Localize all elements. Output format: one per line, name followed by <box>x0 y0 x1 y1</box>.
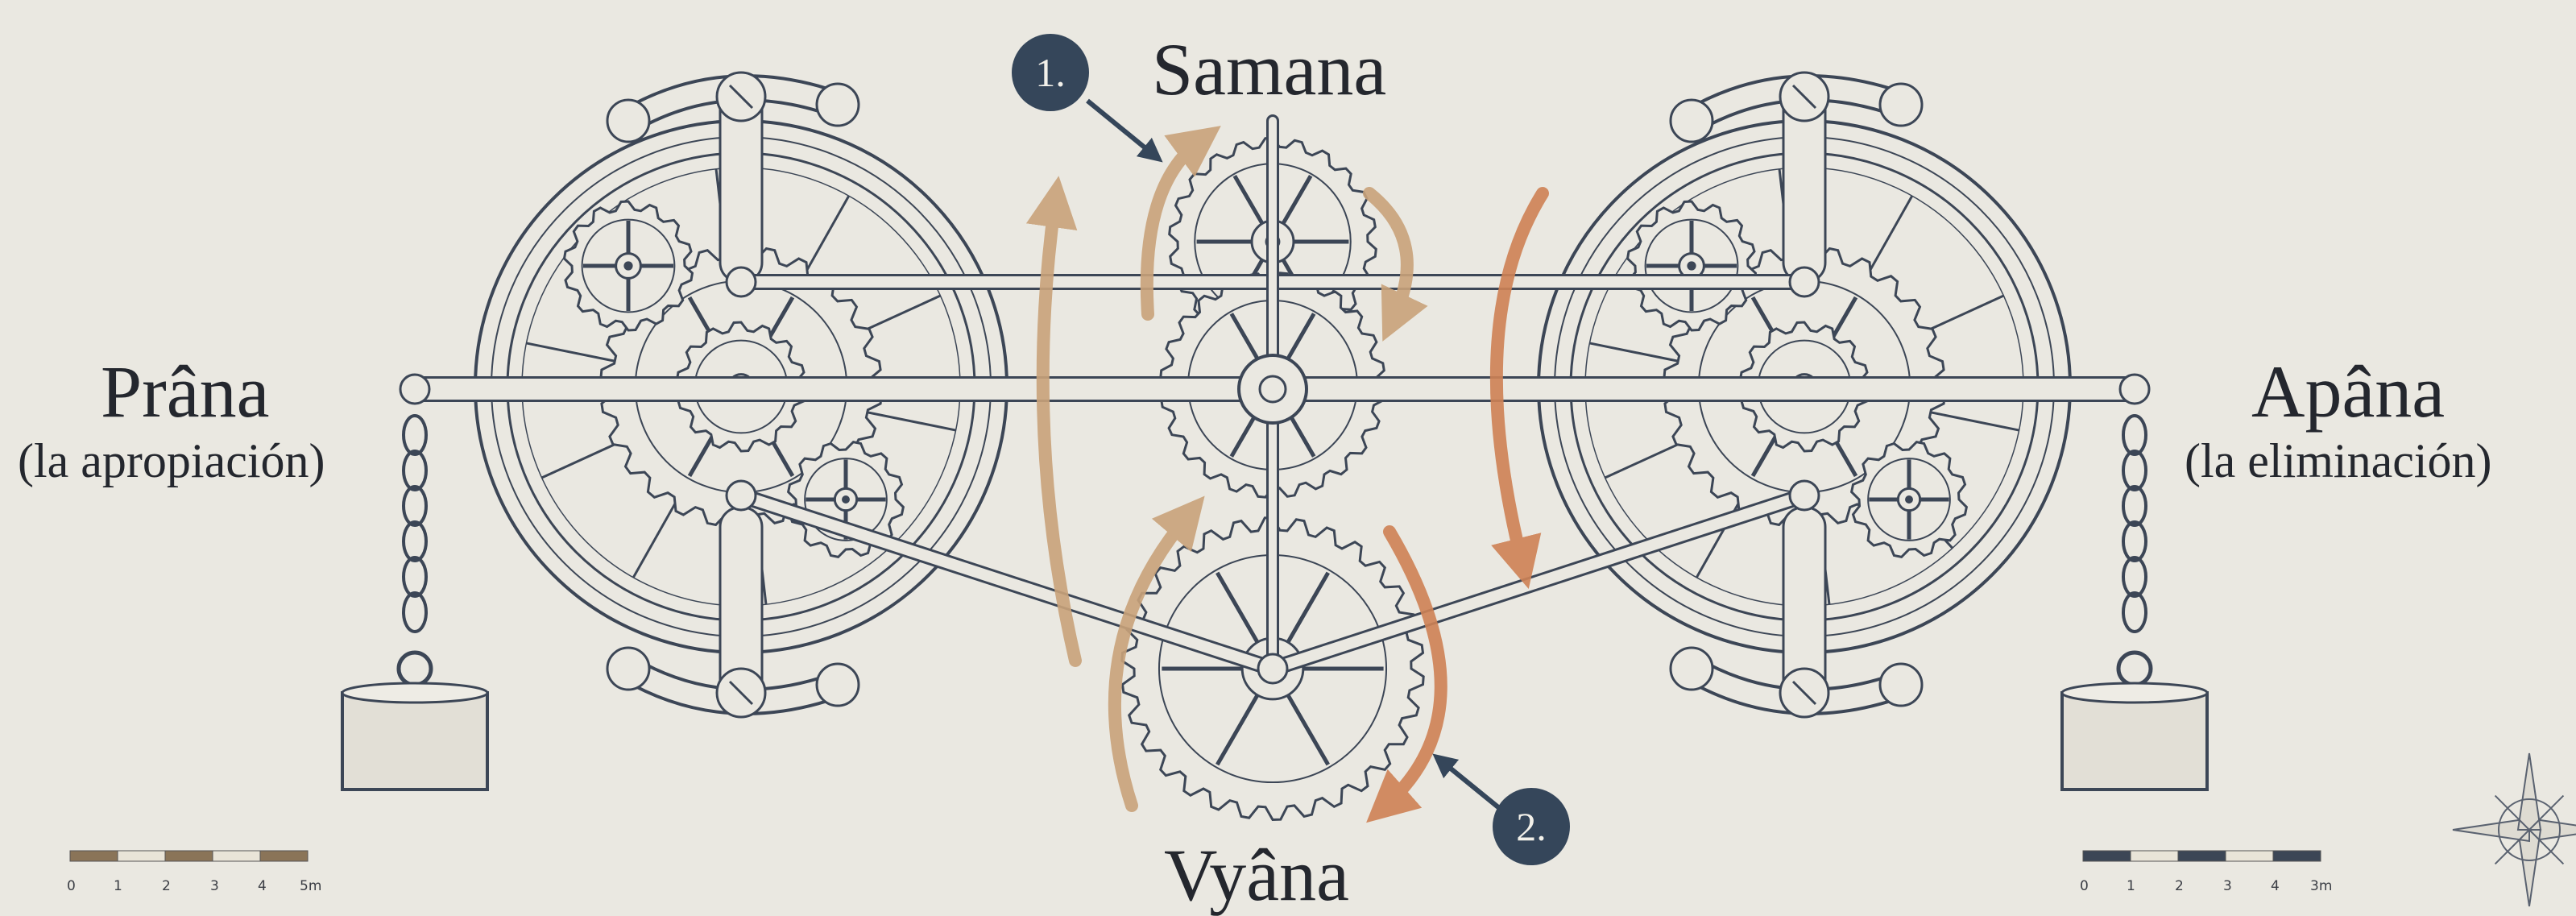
label-vyana: Vyâna <box>1164 838 1349 912</box>
pivot-pin <box>1258 654 1287 683</box>
callout-marker-1: 1. <box>1012 34 1089 111</box>
scale-tick-label: 3 <box>2223 878 2232 894</box>
pivot-pin <box>727 267 756 296</box>
pivot-pin <box>727 481 756 510</box>
scale-tick-label: 2 <box>2175 878 2184 894</box>
scale-tick-label: 3m <box>2310 878 2332 894</box>
scale-tick-label: 2 <box>162 878 171 894</box>
scale-bar-right-graphic <box>2083 851 2321 861</box>
compass-rose-icon <box>2453 753 2576 906</box>
scale-tick-label: 0 <box>2080 878 2089 894</box>
label-prana: Prâna <box>101 354 269 429</box>
pivot-pin <box>1790 267 1819 296</box>
center-hub <box>1260 376 1286 402</box>
callout-marker-2: 2. <box>1493 788 1570 865</box>
scale-tick-label: 1 <box>2127 878 2135 894</box>
left-weight <box>342 416 487 790</box>
scale-tick-label: 4 <box>2271 878 2280 894</box>
pivot-pin <box>400 375 429 404</box>
callout-1-pointer <box>1087 101 1153 155</box>
label-apana: Apâna <box>2251 354 2445 429</box>
callout-2-pointer <box>1442 761 1498 807</box>
label-apana-subtitle: (la eliminación) <box>2185 437 2492 485</box>
pivot-pin <box>1790 481 1819 510</box>
scale-tick-label: 0 <box>67 878 76 894</box>
scale-tick-label: 4 <box>258 878 267 894</box>
label-samana: Samana <box>1152 32 1386 106</box>
small-gear <box>1852 442 1967 557</box>
label-prana-subtitle: (la apropiación) <box>18 437 325 485</box>
scale-tick-label: 3 <box>210 878 219 894</box>
pivot-pin <box>2120 375 2149 404</box>
scale-bar-left-graphic <box>70 851 308 861</box>
scale-tick-label: 5m <box>300 878 321 894</box>
scale-tick-label: 1 <box>114 878 122 894</box>
